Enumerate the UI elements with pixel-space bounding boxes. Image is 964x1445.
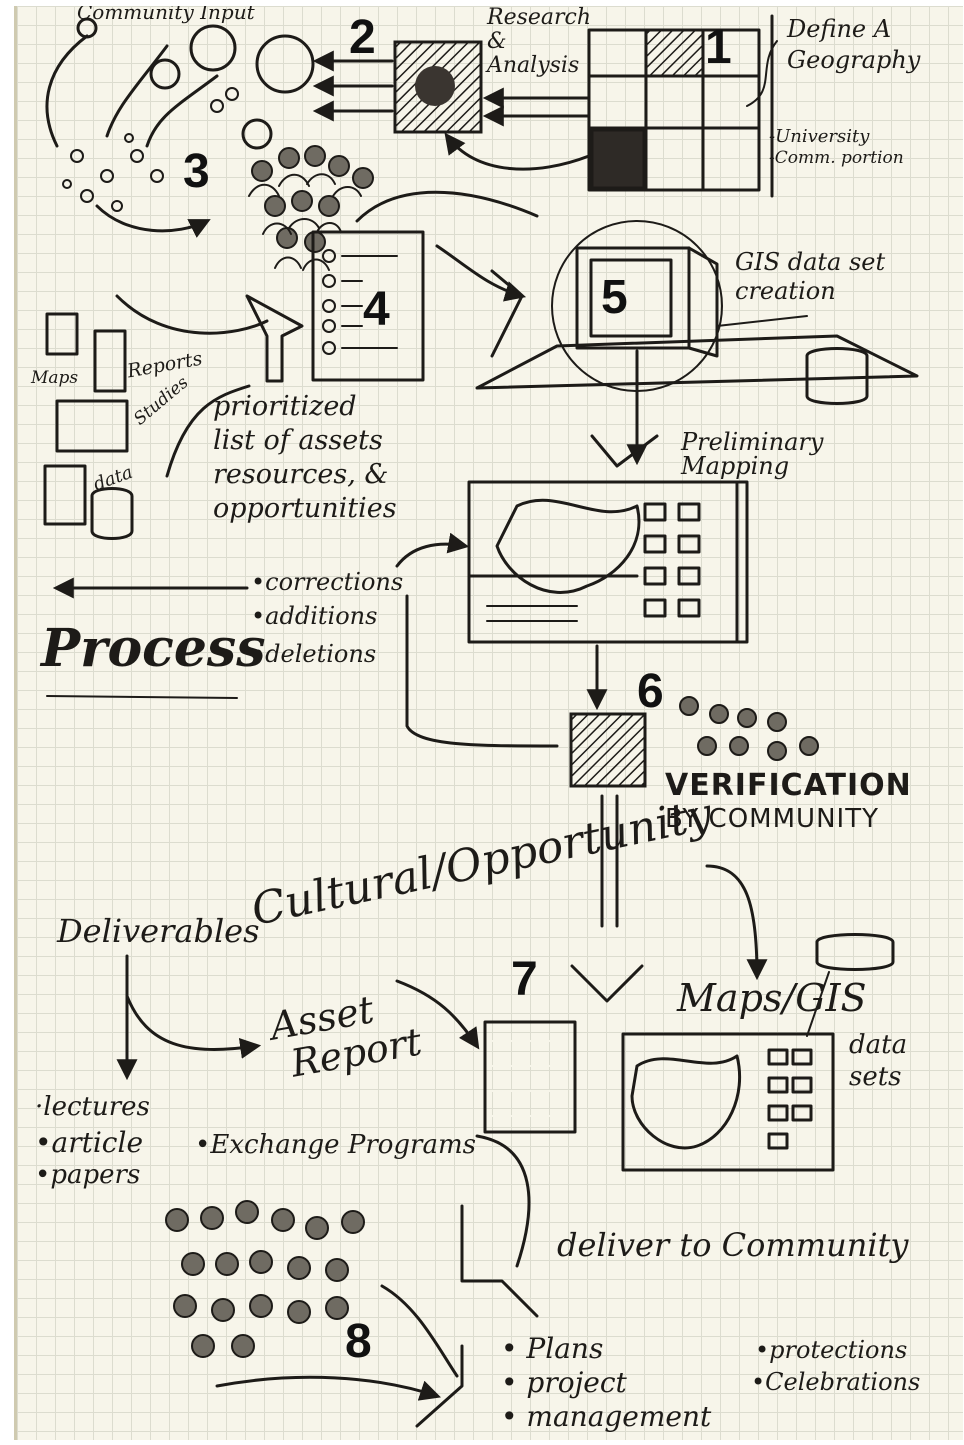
label-corrections: •corrections: [251, 568, 404, 596]
label-maps-gis: Maps/GIS: [677, 976, 867, 1020]
label-university: -University: [769, 126, 870, 147]
label-data-sets-2: sets: [849, 1062, 902, 1092]
prioritized-line-2: list of assets: [213, 425, 383, 456]
prioritized-line-3: resources, &: [213, 459, 389, 490]
community-input-bubbles: [45, 17, 315, 238]
prioritized-list-sheet: [311, 230, 425, 382]
label-deliver-to-community: deliver to Community: [557, 1226, 909, 1264]
label-define-geography: Define A Geography: [787, 15, 921, 75]
step-number-2: 2: [349, 11, 376, 64]
crowd-top: [248, 145, 374, 271]
label-lectures: ·lectures: [35, 1092, 150, 1122]
label-plans: • Plans: [501, 1332, 604, 1365]
label-process: Process: [41, 618, 266, 679]
label-verification-1: VERIFICATION: [665, 768, 912, 803]
step-number-6: 6: [637, 665, 664, 718]
label-gis-data: GIS data set creation: [735, 248, 886, 305]
step-number-4: 4: [363, 283, 390, 336]
label-deletions: •deletions: [251, 640, 377, 668]
research-box: [393, 40, 483, 134]
label-deliverables: Deliverables: [57, 912, 260, 950]
sketch-drawing: [43, 14, 919, 1428]
label-papers: •papers: [35, 1160, 141, 1190]
preliminary-map: [467, 480, 749, 644]
sketch-page: 1 2 3 4 5 6 7 8 Community Input Research…: [14, 6, 963, 1440]
crowd-verification: [679, 696, 819, 761]
step-number-1: 1: [705, 21, 732, 74]
label-management: • management: [501, 1400, 712, 1433]
step-number-5: 5: [601, 271, 628, 324]
crowd-bottom: [165, 1200, 365, 1358]
prioritized-list-text: prioritized list of assets resources, & …: [213, 390, 397, 526]
label-preliminary-mapping: Preliminary Mapping: [681, 428, 824, 480]
label-research-analysis: Research & Analysis: [487, 6, 592, 79]
step-number-3: 3: [183, 145, 210, 198]
label-project: • project: [501, 1366, 627, 1399]
asset-report-stack: [483, 1020, 577, 1134]
prioritized-line-1: prioritized: [213, 391, 357, 422]
final-map: [621, 933, 895, 1172]
label-additions: •additions: [251, 602, 378, 630]
label-data-sets-1: data: [849, 1030, 908, 1060]
label-exchange-programs: •Exchange Programs: [195, 1130, 476, 1160]
step-number-8: 8: [345, 1315, 372, 1368]
label-community-input: Community Input: [77, 6, 255, 24]
verification-box: [569, 712, 647, 788]
label-protections: •protections: [755, 1336, 908, 1364]
label-community-portion: -Comm. portion: [769, 148, 904, 168]
label-verification-2: BY COMMUNITY: [665, 804, 879, 834]
step-number-7: 7: [511, 953, 538, 1006]
label-maps: Maps: [31, 368, 79, 388]
label-celebrations: •Celebrations: [751, 1368, 921, 1396]
label-article: •article: [35, 1126, 144, 1159]
inputs-icons: [43, 312, 251, 540]
prioritized-line-4: opportunities: [213, 493, 397, 524]
geography-grid: [587, 14, 778, 198]
